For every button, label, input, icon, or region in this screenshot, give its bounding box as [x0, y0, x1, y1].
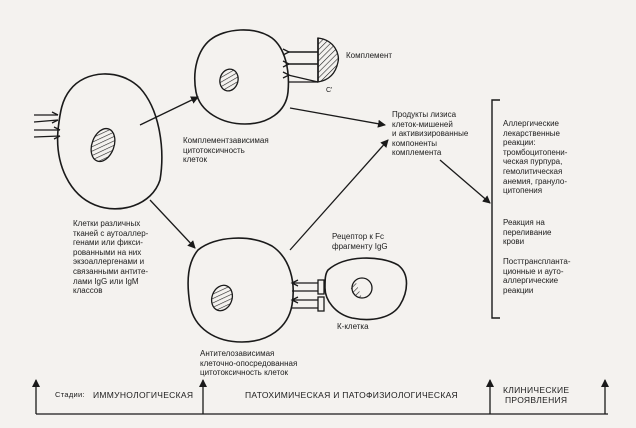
- complement-icon: [282, 37, 340, 83]
- label-c-prime: C': [326, 87, 333, 94]
- label-antibody-dependent: Антителозависимая клеточно-опосредованна…: [200, 349, 298, 378]
- clinical-bracket: [491, 99, 500, 319]
- antibody-bridge: [290, 279, 325, 312]
- label-k-cell: К-клетка: [337, 322, 369, 331]
- clinical-transplant: Посттрансплантa- ционные и ауто- аллерги…: [503, 257, 571, 295]
- stage-prefix: Стадии:: [55, 390, 85, 399]
- stage-immunological: ИММУНОЛОГИЧЕСКАЯ: [93, 390, 194, 400]
- k-cell: [324, 257, 408, 321]
- stage-pathochemical: ПАТОХИМИЧЕСКАЯ И ПАТОФИЗИОЛОГИЧЕСКАЯ: [245, 390, 458, 400]
- label-lysis-products: Продукты лизиса клеток-мишеней и активиз…: [392, 110, 469, 158]
- stage-timeline: [32, 379, 609, 415]
- label-complement: Комплемент: [346, 51, 393, 60]
- stage-clinical: КЛИНИЧЕСКИЕ ПРОЯВЛЕНИЯ: [503, 385, 570, 405]
- clinical-allergic: Аллергические лекарственные реакции: тро…: [503, 119, 568, 196]
- clinical-transfusion: Реакция на переливание крови: [503, 218, 552, 247]
- antibody-left: [33, 111, 61, 140]
- label-cells-description: Клетки различных тканей с аутоаллер- ген…: [73, 219, 149, 296]
- label-fc-receptor: Рецептор к Fc фрагменту IgG: [332, 232, 388, 251]
- target-cell-left: [56, 73, 163, 210]
- target-cell-bottom: [187, 237, 294, 343]
- target-cell-top: [194, 29, 290, 125]
- arrows: [139, 96, 491, 251]
- label-complement-dependent: Комплементзависимая цитотоксичность клет…: [183, 136, 269, 165]
